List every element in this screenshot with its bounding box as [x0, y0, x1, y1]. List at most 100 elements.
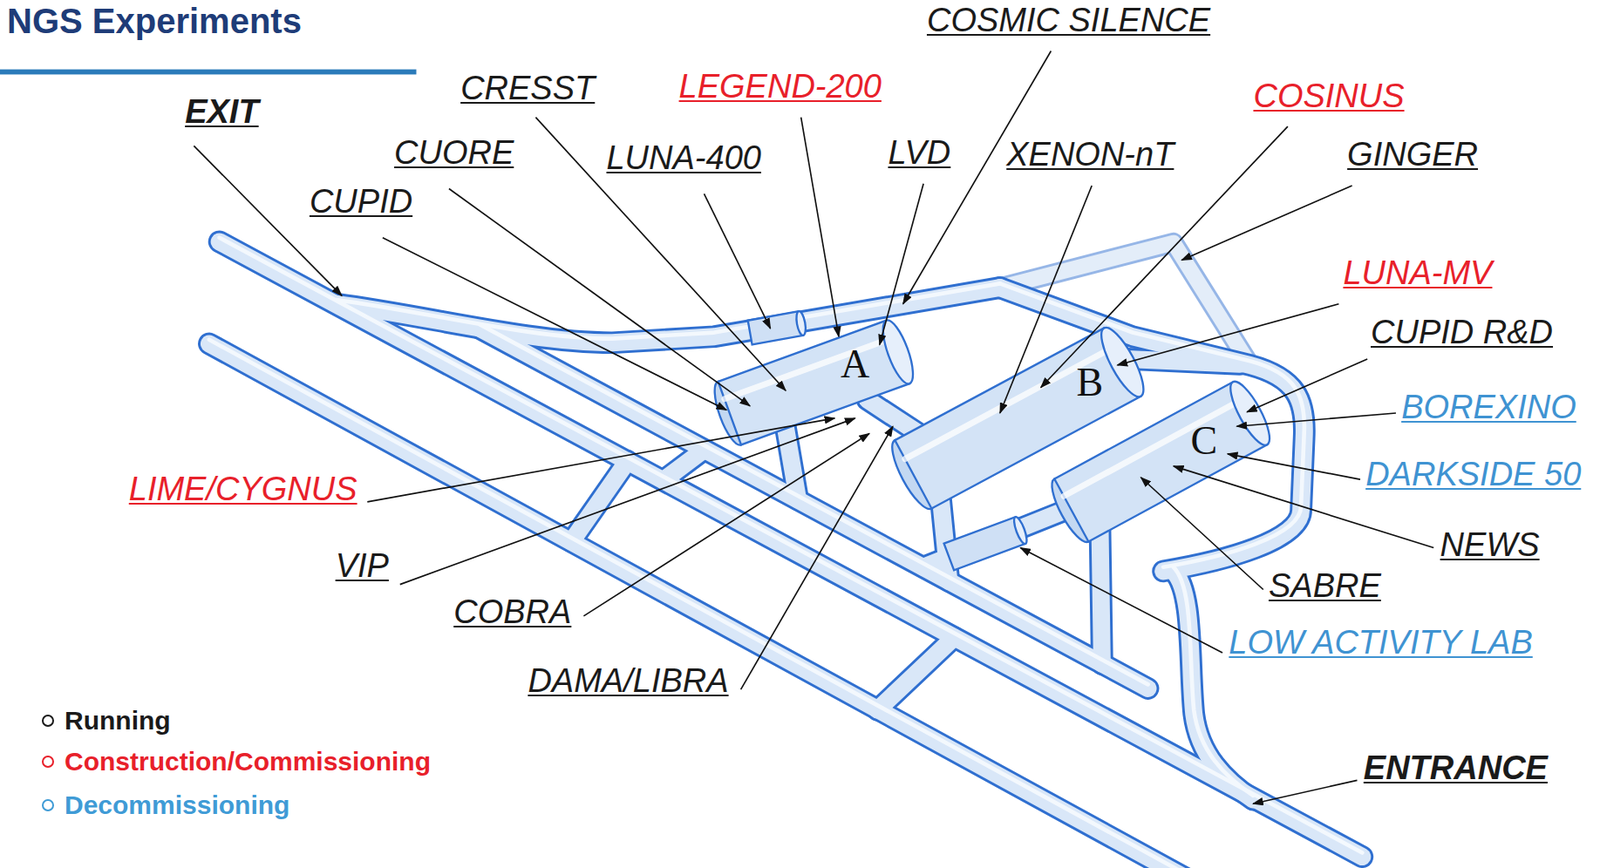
tunnel — [1100, 531, 1103, 665]
title: NGS Experiments — [6, 1, 302, 41]
label-wrap: CUPID R&D — [1370, 314, 1553, 352]
experiment-label: CRESST — [460, 70, 595, 108]
hall-letter: C — [1191, 421, 1219, 462]
hall-end — [877, 317, 920, 389]
cylinder-end — [1011, 516, 1029, 546]
title-wrap: NGS Experiments — [6, 1, 302, 41]
hall-shine — [905, 347, 1115, 460]
label-wrap: NEWS — [1440, 527, 1540, 565]
experiment-label: COSINUS — [1252, 78, 1404, 116]
leader-line — [193, 145, 342, 296]
label-wrap: LIME/CYGNUS — [129, 471, 358, 509]
label-wrap: LUNA-MV — [1342, 255, 1492, 293]
experiment-label: COSMIC SILENCE — [926, 2, 1211, 40]
label-wrap: CRESST — [460, 70, 595, 108]
leader-line — [400, 418, 856, 586]
experiment-label: LUNA-MV — [1342, 255, 1492, 293]
leader-line — [703, 193, 770, 328]
experiment-label: LUNA-400 — [605, 140, 761, 178]
legend-text: Decommissioning — [64, 789, 290, 822]
tunnel — [571, 461, 627, 542]
hall-end — [1223, 376, 1277, 450]
label-wrap: LVD — [887, 135, 951, 172]
experiment-label: LOW ACTIVITY LAB — [1228, 625, 1532, 662]
experiment-label: DAMA/LIBRA — [527, 663, 729, 701]
leader-line — [1020, 547, 1223, 654]
hall-shine — [1063, 399, 1243, 497]
tunnel — [877, 637, 954, 710]
hall-letter: A — [840, 344, 870, 385]
experiment-label: CUORE — [394, 135, 514, 172]
leaders — [193, 51, 1434, 805]
label-wrap: ENTRANCE — [1363, 750, 1548, 788]
leader-line — [1246, 359, 1368, 413]
legend-swatch — [41, 714, 55, 728]
hall-shape — [701, 304, 926, 462]
luna-400-cylinder — [748, 311, 804, 345]
hall-shape — [1037, 365, 1285, 559]
experiment-label: SABRE — [1268, 568, 1382, 606]
hall-letter: B — [1076, 362, 1104, 403]
label-wrap: SABRE — [1268, 568, 1382, 606]
label-wrap: DARKSIDE 50 — [1365, 456, 1581, 494]
leader-line — [535, 117, 786, 392]
experiment-label: VIP — [335, 548, 389, 586]
legend-text: Running — [64, 705, 171, 737]
legend-wrap: Construction/Commissioning — [64, 746, 431, 778]
label-wrap: LEGEND-200 — [679, 68, 882, 106]
leader-line — [382, 238, 727, 411]
tunnel — [877, 637, 954, 710]
experiment-label: CUPID R&D — [1370, 314, 1553, 352]
experiment-label: NEWS — [1440, 527, 1540, 565]
experiment-label: EXIT — [184, 94, 259, 131]
tunnel — [571, 461, 627, 542]
tunnel — [1127, 359, 1240, 365]
leader-line — [1227, 454, 1361, 480]
leader-line — [1000, 185, 1092, 414]
label-wrap: COSINUS — [1252, 78, 1404, 116]
hall-cylinder: A — [701, 304, 926, 462]
leader-line — [1140, 477, 1263, 591]
experiment-label: GINGER — [1347, 136, 1478, 174]
leader-line — [741, 426, 893, 690]
experiment-label: COBRA — [453, 594, 572, 632]
experiment-label: DARKSIDE 50 — [1365, 456, 1581, 494]
experiment-label: BOREXINO — [1401, 389, 1577, 427]
leader-line — [1116, 304, 1339, 366]
leader-line — [903, 51, 1052, 305]
hall-shine — [724, 337, 893, 399]
label-wrap: COBRA — [453, 594, 572, 632]
experiment-label: XENON-nT — [1006, 136, 1174, 174]
hall-cylinder: C — [1037, 365, 1285, 559]
tunnel-shine — [1173, 567, 1253, 797]
label-wrap: GINGER — [1347, 136, 1478, 174]
tunnel — [1100, 531, 1103, 665]
legend-swatch — [41, 755, 55, 769]
label-wrap: BOREXINO — [1401, 389, 1577, 427]
cylinder-end — [795, 310, 808, 336]
legend-swatch — [41, 799, 55, 812]
leader-line — [367, 418, 835, 503]
leader-line — [801, 117, 839, 338]
leader-line — [583, 433, 870, 616]
label-wrap: CUPID — [309, 183, 413, 221]
experiment-label: LVD — [887, 135, 951, 172]
tunnel-shine — [336, 283, 1001, 339]
leader-line — [449, 189, 750, 407]
label-wrap: VIP — [335, 548, 389, 586]
tunnel — [940, 499, 949, 582]
legend-text: Construction/Commissioning — [64, 746, 431, 778]
label-wrap: COSMIC SILENCE — [926, 2, 1211, 40]
experiment-label: CUPID — [309, 183, 413, 221]
experiment-label: LIME/CYGNUS — [129, 471, 358, 509]
tunnel — [940, 499, 949, 582]
leader-line — [1236, 413, 1396, 427]
label-wrap: CUORE — [394, 135, 514, 172]
label-wrap: DAMA/LIBRA — [527, 663, 729, 701]
low-activity-cylinder — [944, 517, 1026, 571]
leader-line — [1252, 780, 1357, 804]
label-wrap: XENON-nT — [1006, 136, 1174, 174]
title-rule — [0, 69, 416, 75]
tunnel — [1127, 359, 1240, 365]
